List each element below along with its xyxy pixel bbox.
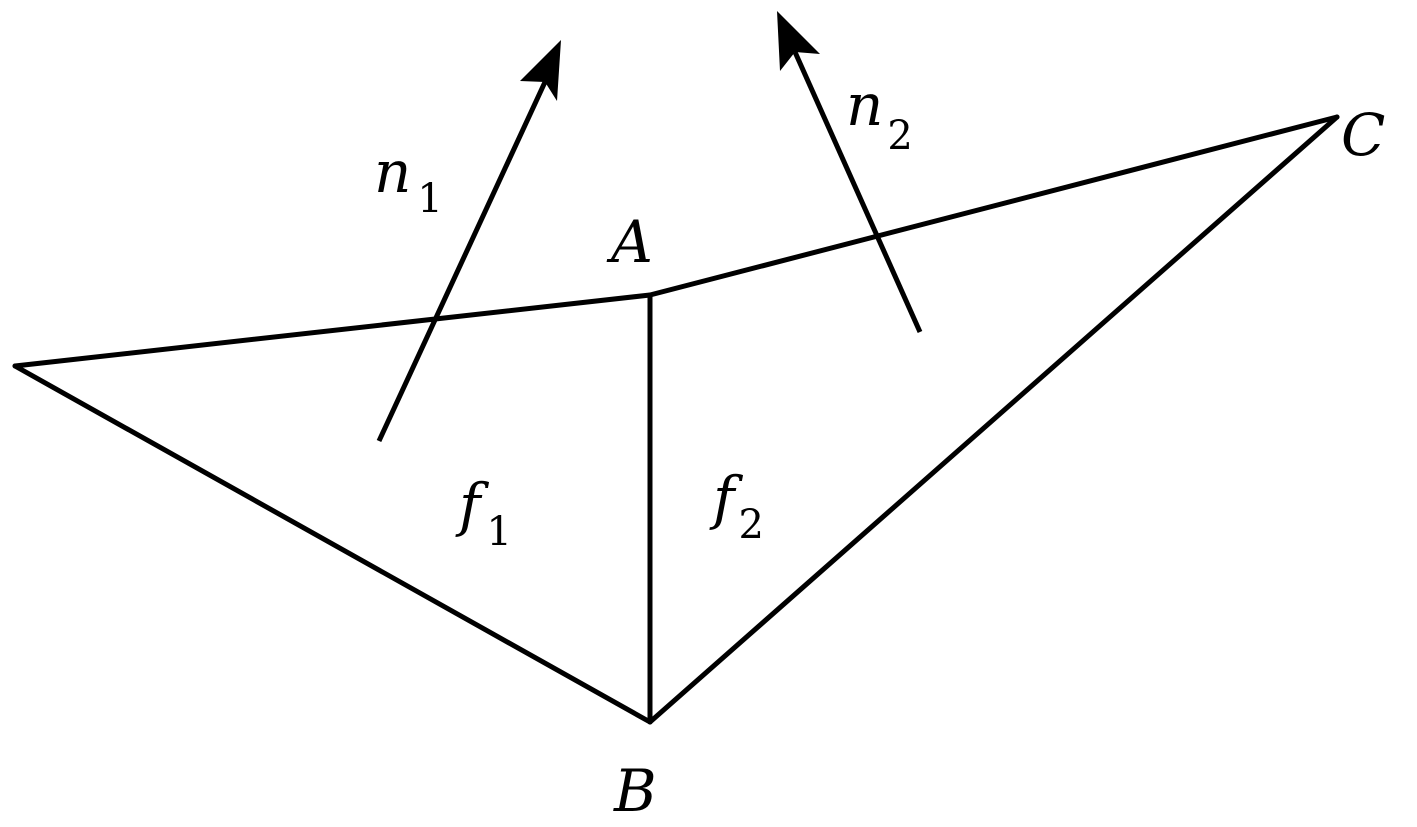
normal-label-n1-main: n <box>374 138 411 206</box>
normal-label-n1-sub: 1 <box>417 176 442 222</box>
normal-n1-shaft <box>376 80 548 443</box>
face-label-f1-main: f <box>455 471 490 539</box>
face-label-f2-sub: 2 <box>738 502 763 548</box>
normal-n1-arrowhead-icon <box>520 40 561 101</box>
edge-a-to-c <box>647 114 1340 298</box>
normal-label-n2-sub: 2 <box>887 113 912 159</box>
vertex-label-c: C <box>1341 101 1385 169</box>
vertex-label-b: B <box>613 757 657 825</box>
face-edges <box>12 114 1340 725</box>
edge-left-vertex-to-b <box>12 363 653 725</box>
normal-n2-arrowhead-icon <box>777 11 820 71</box>
normal-label-n2-main: n <box>846 71 883 139</box>
edge-left-vertex-to-a <box>12 292 653 369</box>
normal-vector-n2 <box>777 11 923 334</box>
normal-vector-n1 <box>376 40 561 443</box>
face-label-f1-sub: 1 <box>486 509 511 555</box>
vertex-label-a: A <box>606 208 653 276</box>
edge-b-to-c <box>647 114 1340 725</box>
normal-n2-shaft <box>792 50 923 334</box>
